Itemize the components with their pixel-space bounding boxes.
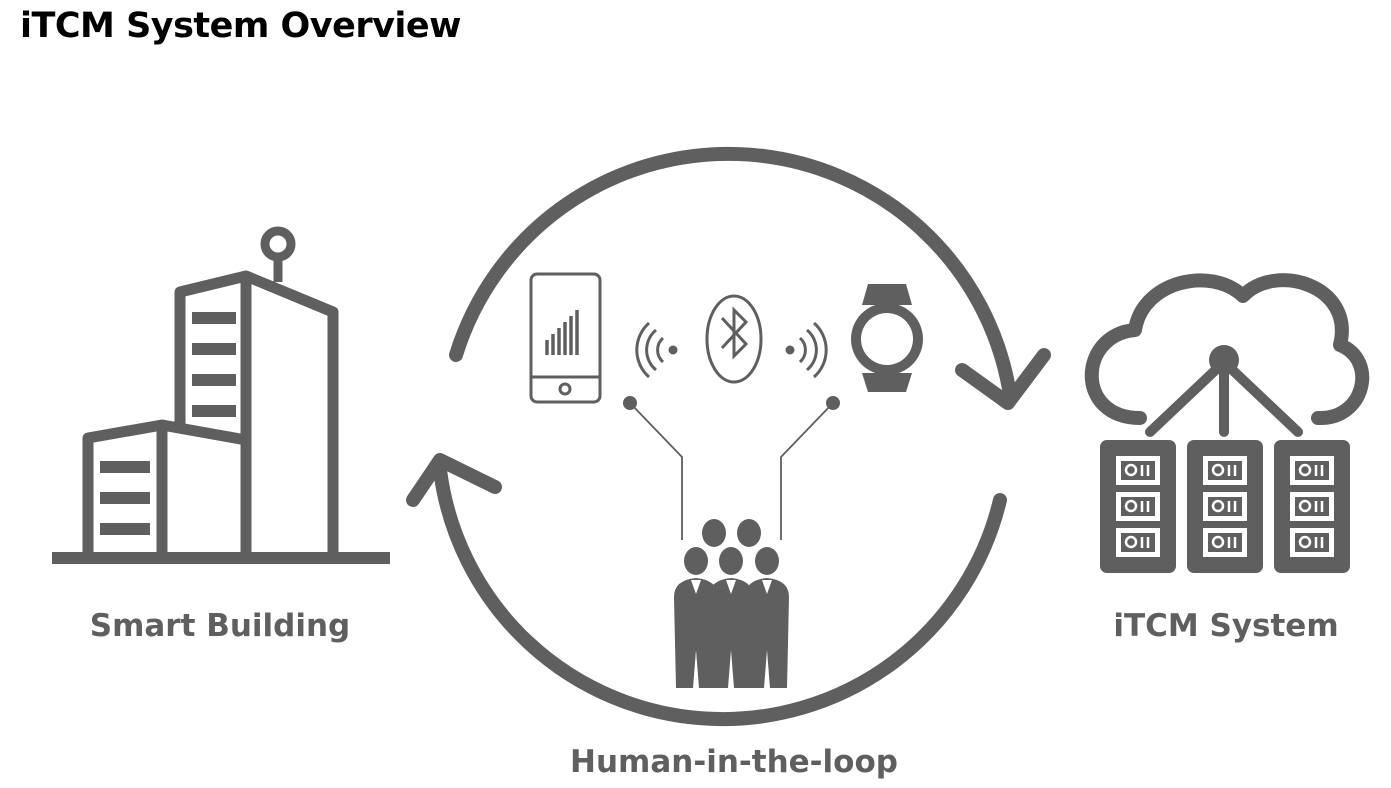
- people-group-icon: [674, 519, 789, 688]
- itcm-system-label: iTCM System: [1113, 608, 1338, 644]
- human-in-the-loop-label: Human-in-the-loop: [570, 744, 898, 780]
- wireless-signal-icon: [785, 321, 828, 379]
- server-rack-icon: [1100, 440, 1176, 573]
- cycle-arrow-top: [449, 146, 1017, 402]
- page-title: iTCM System Overview: [20, 6, 462, 46]
- wireless-signal-icon: [635, 321, 678, 379]
- cycle-arrows: [406, 146, 1051, 727]
- smart-building-icon: [52, 226, 390, 564]
- bluetooth-icon: [705, 294, 763, 384]
- device-connectors: [623, 396, 840, 540]
- cloud-icon: [1084, 273, 1370, 425]
- smart-building-label: Smart Building: [90, 608, 350, 644]
- cycle-arrow-bottom: [433, 463, 1007, 727]
- cycle-arrowhead-left: [406, 453, 502, 507]
- cycle-arrowhead-right: [955, 348, 1051, 410]
- smartwatch-icon: [851, 284, 923, 392]
- server-rack-icon: [1187, 440, 1263, 573]
- itcm-system-icon: [1084, 273, 1370, 573]
- server-rack-icon: [1274, 440, 1350, 573]
- phone-icon: [529, 272, 602, 404]
